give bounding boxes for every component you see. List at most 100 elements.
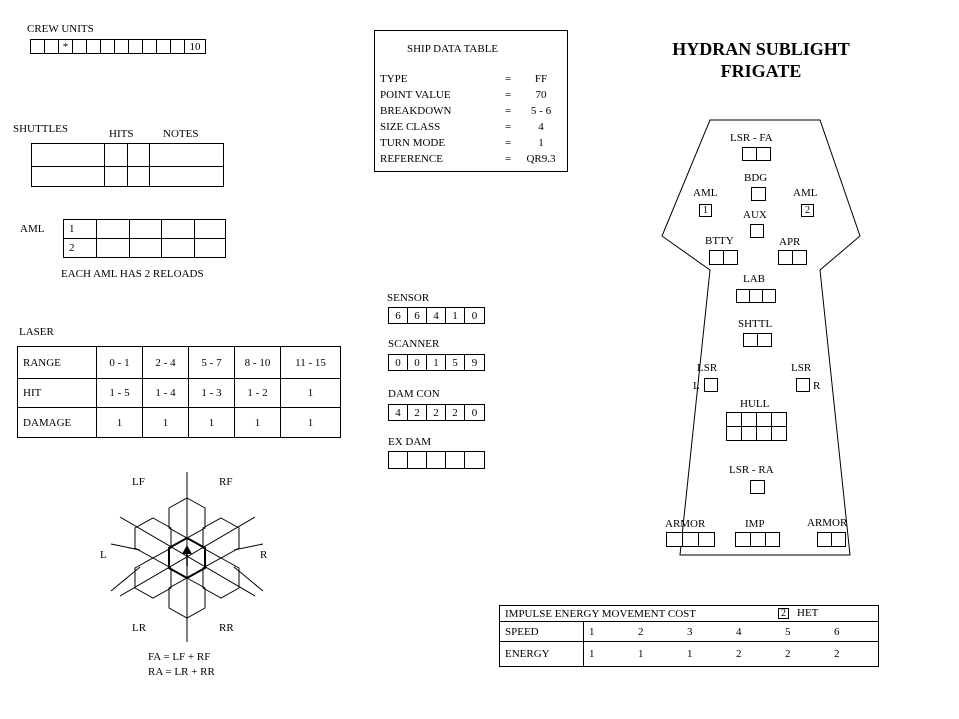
lsr-fa-box[interactable]: [756, 147, 771, 161]
aml-box[interactable]: [129, 219, 162, 239]
shuttle-notes-box[interactable]: [149, 143, 224, 167]
crew-box[interactable]: [45, 40, 59, 53]
damcon-label: DAM CON: [388, 388, 440, 400]
sensor-box[interactable]: 0: [471, 309, 478, 322]
sensor-box[interactable]: 6: [389, 308, 408, 323]
lsr-fa-box[interactable]: [742, 147, 757, 161]
sensor-box[interactable]: 4: [427, 308, 446, 323]
scanner-box[interactable]: 9: [471, 356, 478, 369]
lsr-right-box[interactable]: [796, 378, 810, 392]
laser-cell: 1 - 5: [96, 378, 143, 408]
hull-box[interactable]: [741, 412, 757, 427]
damcon-box[interactable]: 2: [408, 405, 427, 420]
hull-box[interactable]: [726, 412, 742, 427]
exdam-box[interactable]: [465, 452, 484, 468]
crew-box[interactable]: [101, 40, 115, 53]
damcon-box[interactable]: 4: [389, 405, 408, 420]
crew-box[interactable]: [115, 40, 129, 53]
hull-box[interactable]: [756, 426, 772, 441]
exdam-box[interactable]: [389, 452, 408, 468]
crew-box[interactable]: [129, 40, 143, 53]
shuttles-table: [31, 143, 224, 187]
arc-rr-label: RR: [219, 622, 234, 634]
shttl-label: SHTTL: [738, 318, 773, 330]
crew-box-marked[interactable]: *: [59, 40, 73, 53]
crew-box[interactable]: [143, 40, 157, 53]
impulse-energy-value: 2: [731, 641, 780, 667]
shuttle-hit-box[interactable]: [104, 166, 128, 187]
sensor-box[interactable]: 6: [408, 308, 427, 323]
ship-data-key: SIZE CLASS: [380, 121, 441, 133]
armor-right-box[interactable]: [831, 532, 846, 547]
crew-box[interactable]: [87, 40, 101, 53]
lsr-right-arc: R: [813, 380, 821, 392]
armor-right-box[interactable]: [817, 532, 832, 547]
exdam-box[interactable]: [427, 452, 446, 468]
arc-fa-formula: FA = LF + RF: [148, 651, 211, 663]
hull-outline: [661, 119, 861, 556]
shttl-box[interactable]: [743, 333, 758, 347]
ship-data-equals: =: [505, 137, 512, 149]
crew-box[interactable]: [157, 40, 171, 53]
aml-box[interactable]: [161, 238, 195, 258]
aml-box[interactable]: [129, 238, 162, 258]
crew-box[interactable]: [171, 40, 185, 53]
laser-cell: 2 - 4: [142, 346, 189, 379]
het-box[interactable]: 2: [778, 608, 789, 619]
lab-box[interactable]: [736, 289, 750, 303]
damcon-box[interactable]: 2: [446, 405, 465, 420]
scanner-box[interactable]: 0: [389, 355, 408, 370]
scanner-box[interactable]: 1: [427, 355, 446, 370]
sensor-box[interactable]: 1: [446, 308, 465, 323]
shuttles-label: SHUTTLES: [13, 123, 68, 135]
aml-box[interactable]: [96, 238, 130, 258]
aml-box[interactable]: [96, 219, 130, 239]
crew-box[interactable]: [73, 40, 87, 53]
aml-box[interactable]: [161, 219, 195, 239]
exdam-box[interactable]: [446, 452, 465, 468]
armor-left-box[interactable]: [698, 532, 715, 547]
lsr-ra-box[interactable]: [750, 480, 765, 494]
damcon-box[interactable]: 2: [427, 405, 446, 420]
shuttle-hit-box[interactable]: [127, 143, 150, 167]
hull-box[interactable]: [756, 412, 772, 427]
aml-left-box[interactable]: 1: [699, 204, 712, 217]
aml-box[interactable]: [194, 238, 226, 258]
hull-box[interactable]: [741, 426, 757, 441]
exdam-box[interactable]: [408, 452, 427, 468]
shttl-box[interactable]: [757, 333, 772, 347]
btty-box[interactable]: [723, 250, 738, 265]
scanner-box[interactable]: 0: [408, 355, 427, 370]
bdg-box[interactable]: [751, 187, 766, 201]
apr-box[interactable]: [792, 250, 807, 265]
impulse-speed-value: 6: [829, 621, 879, 642]
hull-box[interactable]: [726, 426, 742, 441]
lsr-left-box[interactable]: [704, 378, 718, 392]
apr-box[interactable]: [778, 250, 793, 265]
hex-rear: [168, 577, 206, 619]
lab-box[interactable]: [749, 289, 763, 303]
btty-box[interactable]: [709, 250, 724, 265]
shuttle-box[interactable]: [31, 143, 105, 167]
shuttle-box[interactable]: [31, 166, 105, 187]
hull-box[interactable]: [771, 426, 787, 441]
aml-box[interactable]: [194, 219, 226, 239]
shuttle-hit-box[interactable]: [104, 143, 128, 167]
hull-box[interactable]: [771, 412, 787, 427]
shuttle-notes-box[interactable]: [149, 166, 224, 187]
damcon-box[interactable]: 0: [471, 406, 478, 419]
crew-box[interactable]: [31, 40, 45, 53]
armor-left-box[interactable]: [666, 532, 683, 547]
impulse-energy-label: ENERGY: [499, 641, 584, 667]
armor-left-box[interactable]: [682, 532, 699, 547]
shuttle-hit-box[interactable]: [127, 166, 150, 187]
imp-box[interactable]: [765, 532, 780, 547]
aux-box[interactable]: [750, 224, 764, 238]
lab-box[interactable]: [762, 289, 776, 303]
aml-right-box[interactable]: 2: [801, 204, 814, 217]
imp-box[interactable]: [735, 532, 751, 547]
imp-box[interactable]: [750, 532, 766, 547]
scanner-box[interactable]: 5: [446, 355, 465, 370]
crew-box-last[interactable]: 10: [189, 40, 201, 53]
hex-front-right: [202, 517, 240, 559]
